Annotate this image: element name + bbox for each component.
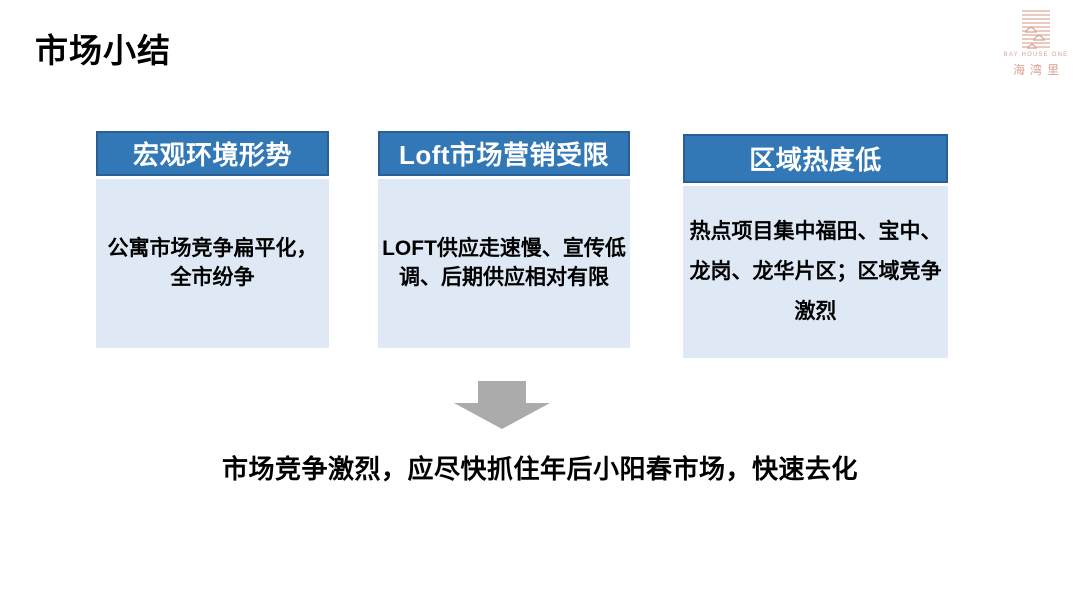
- card-regional-heat: 区域热度低 热点项目集中福田、宝中、龙岗、龙华片区；区域竞争激烈: [683, 134, 948, 358]
- conclusion-text: 市场竞争激烈，应尽快抓住年后小阳春市场，快速去化: [221, 454, 858, 484]
- card-macro-environment-body: 公寓市场竞争扁平化，全市纷争: [96, 179, 329, 348]
- down-arrow-shaft: [477, 381, 526, 403]
- card-regional-heat-body: 热点项目集中福田、宝中、龙岗、龙华片区；区域竞争激烈: [683, 186, 948, 358]
- page-title: 市场小结: [35, 32, 171, 69]
- down-arrow-head: [453, 403, 550, 429]
- card-macro-environment-header: 宏观环境形势: [96, 131, 329, 176]
- logo-name-en: BAY HOUSE ONE: [1003, 52, 1069, 58]
- logo-name-cn: 海湾里: [1012, 63, 1064, 77]
- card-loft-marketing: Loft市场营销受限 LOFT供应走速慢、宣传低调、后期供应相对有限: [378, 131, 630, 348]
- card-loft-marketing-header: Loft市场营销受限: [378, 131, 630, 176]
- card-loft-marketing-body: LOFT供应走速慢、宣传低调、后期供应相对有限: [378, 179, 630, 348]
- logo-icon: [1022, 10, 1050, 49]
- logo: BAY HOUSE ONE 海湾里: [1000, 8, 1072, 78]
- card-regional-heat-header: 区域热度低: [683, 134, 948, 183]
- down-arrow-icon: [453, 381, 550, 429]
- card-macro-environment: 宏观环境形势 公寓市场竞争扁平化，全市纷争: [96, 131, 329, 348]
